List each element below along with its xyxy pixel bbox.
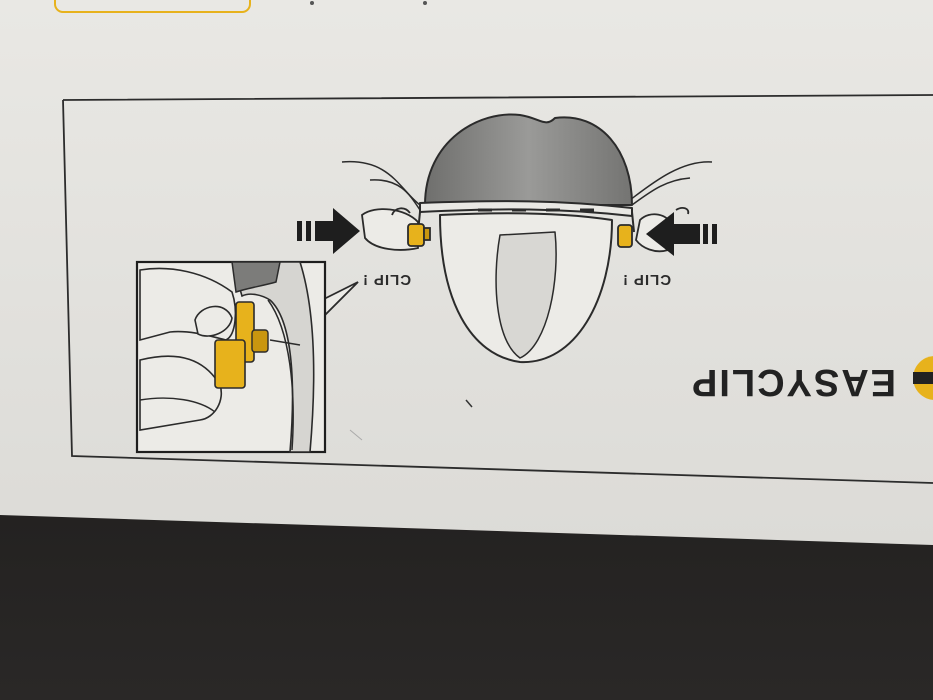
instruction-frame (62, 94, 933, 484)
text-fragment (310, 1, 314, 5)
top-yellow-box (54, 0, 251, 13)
arrow-left-icon (646, 212, 717, 256)
arrow-right-icon (297, 208, 360, 254)
left-hand-clip (361, 207, 431, 251)
clip-left-label: CLIP ! (362, 271, 412, 288)
text-fragment (423, 1, 427, 5)
brand-logo-slot (913, 372, 933, 384)
hand-clip-inset (135, 260, 327, 454)
helmet-illustration (341, 113, 713, 364)
pen-mark (465, 399, 473, 408)
brand-label: EASYCLIP (690, 361, 897, 403)
clip-right-label: CLIP ! (622, 271, 672, 288)
scuff-mark (349, 429, 363, 441)
